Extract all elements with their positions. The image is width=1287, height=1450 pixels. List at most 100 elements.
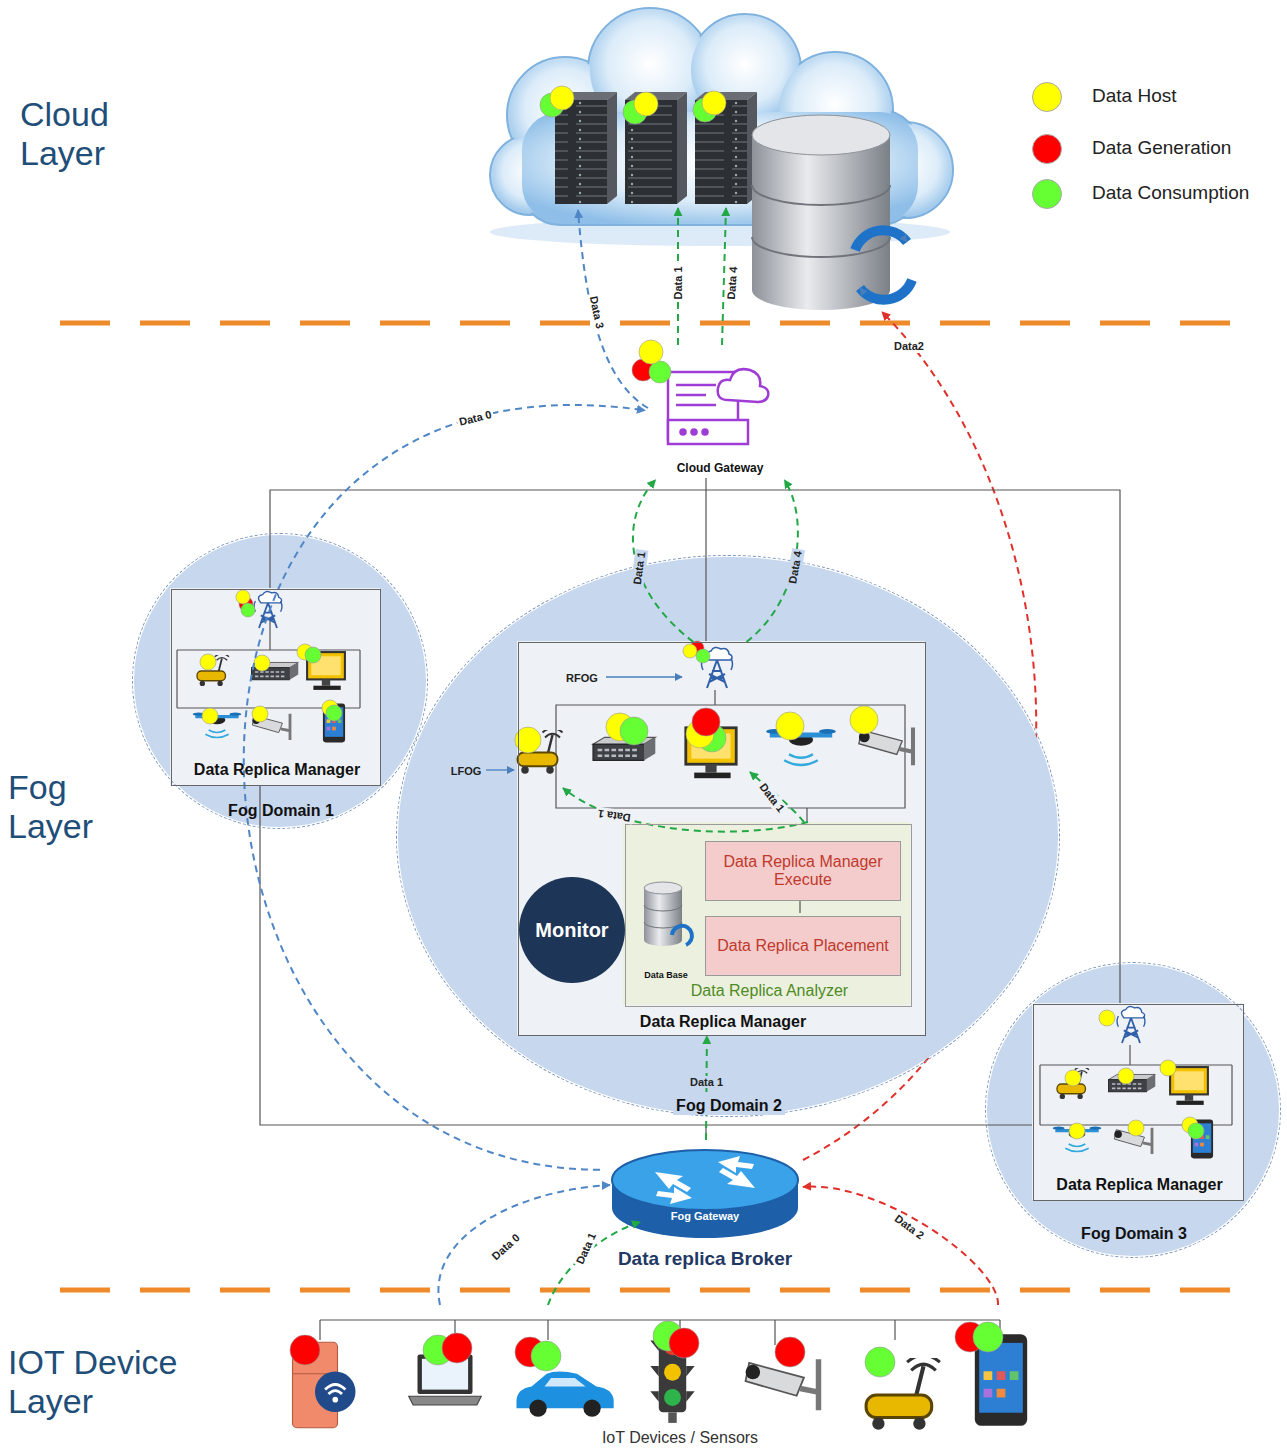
- label-slot: Data 3: [585, 292, 610, 332]
- flow-label: LFOG: [449, 765, 484, 778]
- gateway-icon: [676, 385, 716, 405]
- role-dot: [305, 647, 321, 663]
- device-wire: [1040, 1045, 1232, 1125]
- fog-domain: Fog Domain 3 Data Replica Manager: [985, 962, 1281, 1258]
- label-slot: Cloud Layer: [20, 95, 160, 173]
- pointer-arrow: [486, 677, 682, 770]
- label-slot: Data 1: [688, 1072, 725, 1090]
- role-dot: [1065, 1070, 1081, 1086]
- legend-text: Data Host: [1092, 85, 1176, 107]
- device-wire: [177, 620, 360, 708]
- role-dot: [1118, 1068, 1134, 1084]
- database-icon: [644, 882, 692, 946]
- database-cylinder: [752, 115, 912, 310]
- node-text: Data Base: [641, 970, 691, 980]
- flow-label: Data 1: [672, 264, 685, 301]
- label-slot: Data 4: [781, 547, 805, 587]
- network-wire: [260, 478, 1120, 1140]
- node-text: Fog Domain 1: [225, 802, 337, 820]
- database-icon: [644, 882, 682, 894]
- gateway-icon: [703, 430, 708, 435]
- role-dot: [200, 654, 216, 670]
- router-icon: [655, 1156, 755, 1204]
- router-icon: [612, 1150, 798, 1210]
- label-slot: Data Generation: [1092, 137, 1231, 159]
- flow-label: Data 2: [891, 1211, 928, 1243]
- database-icon: [644, 934, 682, 946]
- pointer-arrow: [486, 769, 514, 770]
- role-dot: [669, 1328, 699, 1358]
- manager-box: Data Replica Manager: [171, 589, 381, 786]
- legend-swatch: [1032, 179, 1062, 209]
- flow-label: Data 1: [756, 779, 789, 816]
- database-cylinder: [752, 115, 890, 155]
- gateway-icon: [681, 430, 686, 435]
- fog-device: [1057, 1067, 1089, 1099]
- gateway-icon: [692, 430, 697, 435]
- role-dot: [776, 712, 804, 740]
- fog-domain-fill: [987, 964, 1279, 1256]
- fog-device: [1117, 1006, 1145, 1043]
- text-slot: Fog Domain 3: [986, 1225, 1282, 1243]
- fog-domain: Fog Domain 2 Data Replica ManagerData Rep…: [396, 555, 1060, 1117]
- device-wire: [556, 690, 905, 913]
- router-icon: [656, 1187, 692, 1204]
- database-cylinder: [752, 135, 890, 290]
- text-slot: Data replica Broker: [600, 1248, 810, 1270]
- node-text: Data Replica Manager Execute: [714, 853, 892, 890]
- flow-label: Data 4: [725, 264, 740, 302]
- role-dot: [639, 340, 663, 364]
- layer-label: IOT Device Layer: [8, 1343, 208, 1421]
- text-slot: Fog Domain 2: [397, 1097, 1061, 1115]
- database-cylinder: [752, 270, 890, 310]
- fog-device: [193, 591, 1213, 1158]
- text-slot: Data Replica Manager: [172, 761, 382, 779]
- database-cylinder: [752, 185, 890, 257]
- label-slot: Data Host: [1092, 85, 1176, 107]
- label-slot: Data 2: [890, 1208, 931, 1244]
- label-slot: Data 1: [755, 777, 792, 817]
- node-text: Fog Domain 2: [673, 1097, 785, 1115]
- database-cylinder: [855, 230, 907, 250]
- device-wire: [177, 620, 1232, 1345]
- manager-box: Data Replica ManagerData Replica Analyze…: [518, 642, 926, 1036]
- server-rack: [555, 92, 757, 204]
- gateway-icon: [668, 369, 768, 444]
- iot-flow: [803, 1187, 998, 1305]
- fog-domain: Fog Domain 1 Data Replica Manager: [132, 533, 428, 829]
- text-slot: Data Replica Manager: [1034, 1176, 1245, 1194]
- router-icon: [612, 1150, 798, 1238]
- database-icon: [644, 888, 682, 940]
- text-slot: Fog Domain 1: [133, 802, 429, 820]
- server-rack: [607, 92, 617, 204]
- legend-swatch: [1032, 134, 1062, 164]
- legend-swatch: [1032, 82, 1062, 112]
- manager-box: Data Replica Manager: [1033, 1004, 1244, 1201]
- layer-divider: [60, 1288, 1230, 1293]
- label-slot: Data 1: [668, 264, 686, 301]
- role-dot: [241, 603, 255, 617]
- role-dot: [1099, 1010, 1115, 1026]
- role-dot: [692, 708, 720, 736]
- edge-label: Data 1: [630, 549, 648, 587]
- role-dot: [1188, 1123, 1204, 1139]
- network-wire: [705, 478, 706, 641]
- fog-device: [1170, 1067, 1208, 1105]
- router-icon: [655, 1172, 691, 1192]
- node-text: Monitor: [532, 919, 611, 942]
- label-slot: IoT Devices / Sensors: [602, 1429, 758, 1447]
- manager-box-fill: [170, 588, 380, 785]
- role-dot: [702, 91, 726, 115]
- text-slot: Data Replica Analyzer: [626, 982, 913, 1000]
- label-slot: Data 1: [569, 1227, 601, 1268]
- server-rack: [555, 100, 607, 204]
- flow-label: Data2: [892, 340, 926, 353]
- role-dot: [202, 708, 218, 724]
- label-slot: Data 4: [721, 264, 742, 302]
- label-slot: Data 0: [485, 1227, 525, 1265]
- analyzer-box: Data Replica Analyzer Data Replica Manage…: [625, 824, 912, 1007]
- node-text: Data Replica Manager: [1053, 1176, 1225, 1194]
- role-dot: [620, 717, 648, 745]
- flow-label: Data 0: [488, 1230, 524, 1264]
- fog-domain-fill: [134, 535, 1279, 1256]
